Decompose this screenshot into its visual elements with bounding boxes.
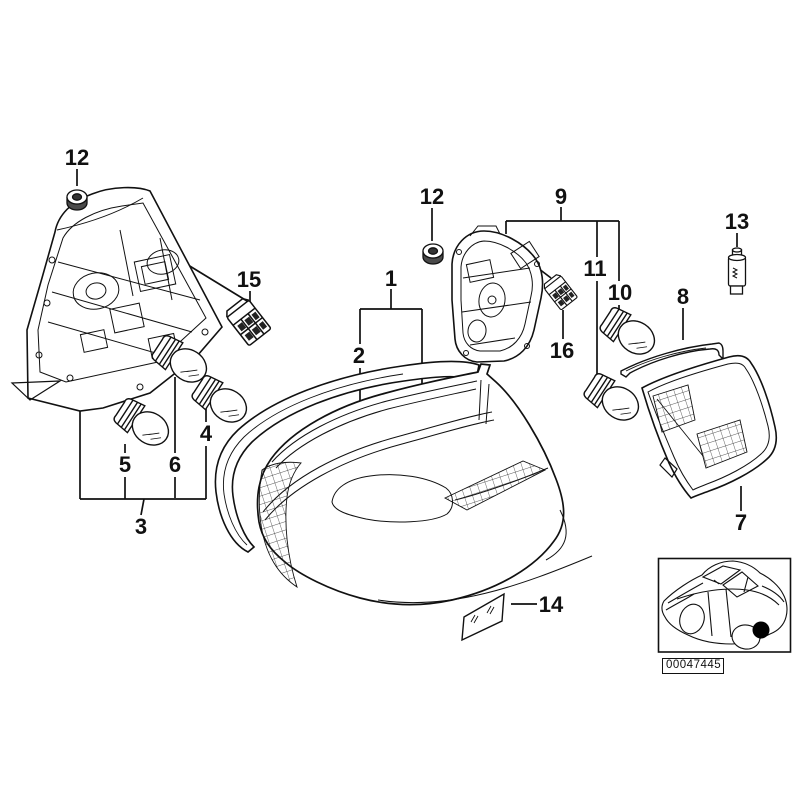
gasket-strip-8 — [620, 342, 724, 378]
festoon-bulb-13 — [727, 247, 747, 295]
tail-light-assembly — [214, 360, 593, 606]
nut-12-right — [422, 243, 444, 265]
callout-4: 4 — [199, 421, 213, 446]
callout-14: 14 — [538, 592, 564, 617]
callout-5: 5 — [118, 452, 132, 477]
bulb-10 — [596, 303, 662, 362]
image-number-plate: 00047445 — [662, 658, 724, 674]
image-number: 00047445 — [666, 659, 722, 672]
gasket-trim-part2 — [214, 360, 480, 553]
callout-3: 3 — [134, 514, 148, 539]
inner-panel-7 — [641, 354, 778, 499]
nut-12-left — [66, 189, 88, 211]
callout-1: 1 — [384, 266, 398, 291]
sticker-14 — [461, 592, 505, 642]
callout-8: 8 — [676, 284, 690, 309]
callout-12-right: 12 — [419, 184, 445, 209]
callout-6: 6 — [168, 452, 182, 477]
car-locator — [657, 557, 792, 653]
connector-15 — [223, 295, 272, 347]
callout-13: 13 — [724, 209, 750, 234]
callout-11: 11 — [583, 256, 607, 281]
bulb-5 — [110, 394, 176, 453]
callout-16: 16 — [549, 338, 575, 363]
callout-12-left: 12 — [64, 145, 90, 170]
lens-part1 — [256, 363, 593, 606]
connector-16 — [541, 272, 579, 311]
callout-10: 10 — [607, 280, 633, 305]
tail-light-location-marker — [752, 621, 770, 639]
callout-15: 15 — [236, 267, 262, 292]
callout-7: 7 — [734, 510, 748, 535]
callout-9: 9 — [554, 184, 568, 209]
bulb-11 — [580, 369, 646, 428]
bulb-carrier-right — [451, 225, 544, 363]
callout-2: 2 — [352, 343, 366, 368]
callout-leader-lines — [76, 169, 742, 605]
